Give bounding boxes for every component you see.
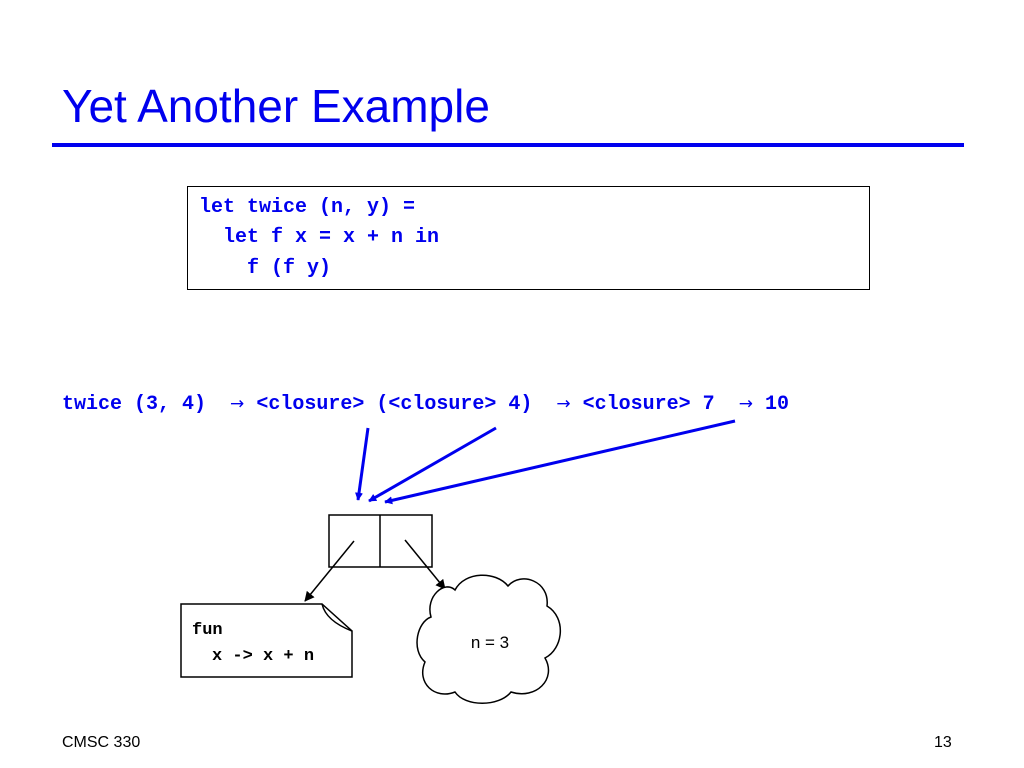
function-keyword: fun <box>192 621 223 640</box>
eval-result: 10 <box>764 393 789 416</box>
slide-title: Yet Another Example <box>62 80 490 132</box>
code-line-2: let f x = x + n in <box>199 226 440 249</box>
function-body: x -> x + n <box>212 647 314 666</box>
environment-label: n = 3 <box>471 633 509 652</box>
arrow-closure-2 <box>368 426 497 503</box>
environment-cloud <box>416 574 562 704</box>
eval-arrow-2: → <box>556 394 571 414</box>
evaluation-sequence: twice (3, 4) → <closure> (<closure> 4) →… <box>62 392 789 417</box>
code-line-3: f (f y) <box>199 257 332 280</box>
function-box-fold <box>321 603 353 632</box>
eval-arrow-1: → <box>230 394 245 414</box>
footer-page-number: 13 <box>934 734 952 751</box>
eval-step-2: <closure> (<closure> 4) <box>256 393 533 416</box>
eval-arrow-3: → <box>738 394 753 414</box>
code-box: let twice (n, y) = let f x = x + n in f … <box>187 186 870 290</box>
title-underline <box>52 143 964 147</box>
code-line-1: let twice (n, y) = <box>199 196 416 219</box>
eval-step-3: <closure> 7 <box>582 393 715 416</box>
arrow-closure-3 <box>384 419 736 505</box>
function-box <box>180 603 353 678</box>
pointer-to-environment <box>404 539 446 590</box>
eval-step-1: twice (3, 4) <box>62 393 207 416</box>
pointer-to-function <box>304 540 355 602</box>
arrow-closure-1 <box>355 427 370 501</box>
footer-course: CMSC 330 <box>62 734 141 751</box>
